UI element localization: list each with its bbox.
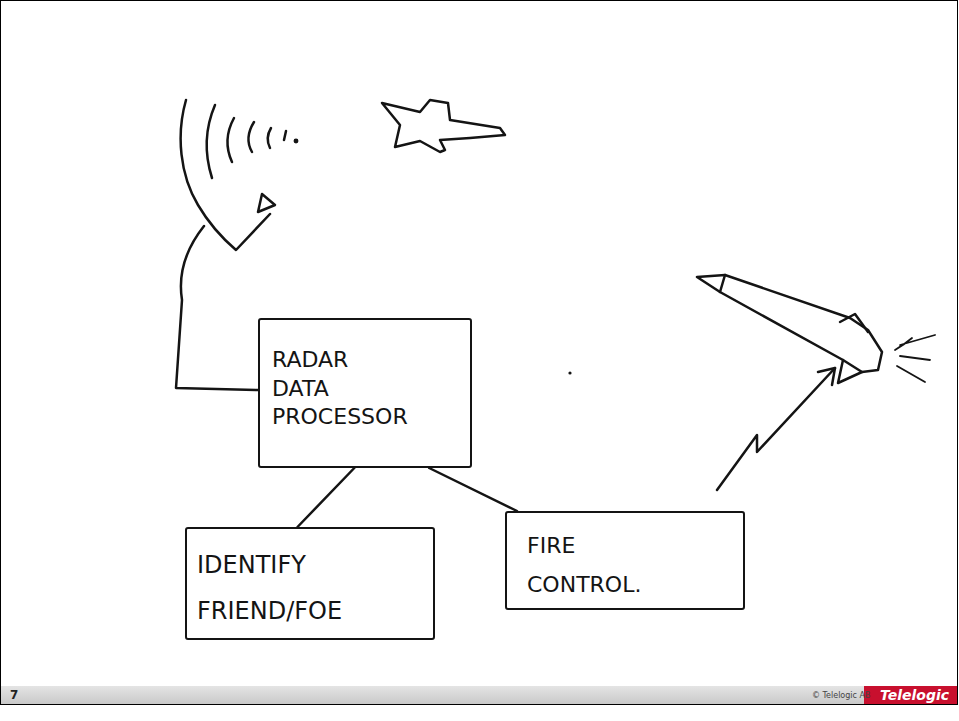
- box-label: RADAR DATA PROCESSOR: [272, 346, 408, 432]
- company-logo: Telelogic: [880, 687, 949, 703]
- footer-band: [1, 686, 957, 704]
- process-box: RADAR DATA PROCESSOR: [258, 318, 472, 468]
- radar-feed: [258, 194, 275, 212]
- radar-cable: [176, 226, 258, 390]
- radar-wave: [248, 122, 254, 152]
- logo-background: [864, 686, 957, 704]
- box-label: FIRE CONTROL.: [527, 527, 641, 604]
- radar-wave: [284, 131, 286, 140]
- missile-exhaust: [895, 335, 935, 382]
- connector-line: [298, 468, 355, 527]
- missile-fin: [838, 314, 868, 383]
- process-box: FIRE CONTROL.: [505, 511, 745, 610]
- slide-frame: [1, 1, 958, 705]
- missile-nose: [720, 275, 725, 292]
- connector-line: [429, 468, 517, 511]
- radar-wave: [268, 128, 271, 148]
- radar-wave: [207, 105, 215, 178]
- radar-wave: [227, 118, 234, 162]
- aircraft: [382, 100, 505, 152]
- radar-dish: [181, 100, 270, 250]
- missile-body: [697, 275, 882, 372]
- process-box: IDENTIFY FRIEND/FOE: [185, 527, 435, 640]
- pen-dot: [568, 371, 571, 374]
- launch-signal: [717, 368, 835, 490]
- copyright-note: © Telelogic AB: [812, 691, 870, 700]
- launch-signal-head: [818, 368, 835, 385]
- page-number: 7: [10, 688, 18, 702]
- radar-wave: [295, 140, 297, 142]
- box-label: IDENTIFY FRIEND/FOE: [197, 543, 342, 634]
